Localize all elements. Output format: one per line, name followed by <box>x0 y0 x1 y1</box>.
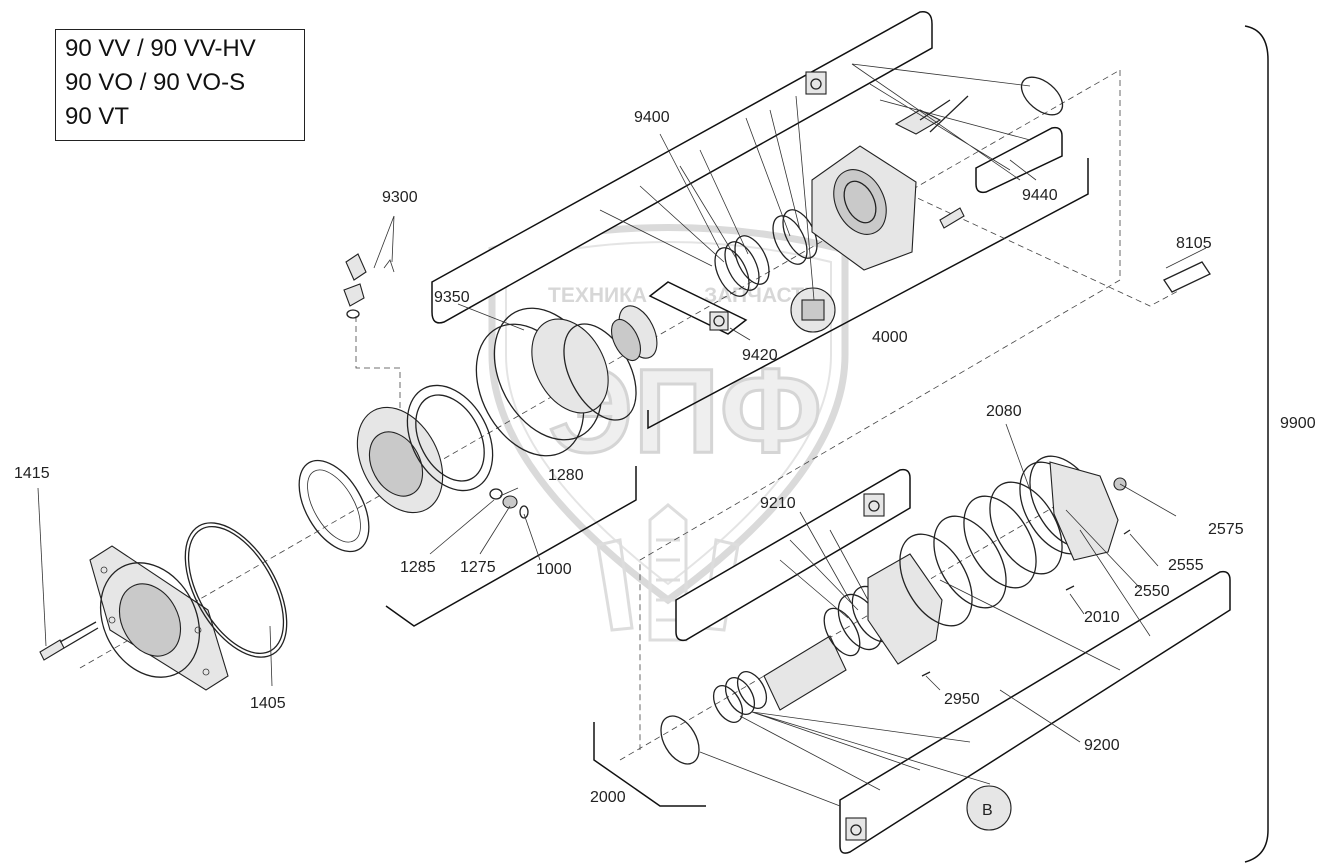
hub-1000 <box>356 307 609 514</box>
kit-band-9440 <box>975 126 1063 194</box>
bracket-2000 <box>593 722 706 807</box>
svg-text:B: B <box>982 802 993 819</box>
label-9350: 9350 <box>434 289 470 306</box>
label-2950: 2950 <box>944 691 980 708</box>
label-9900: 9900 <box>1280 415 1316 432</box>
bolt-1415 <box>39 621 99 661</box>
axis-9300 <box>355 316 401 420</box>
axis-link <box>639 70 1121 750</box>
model-line-2: 90 VO / 90 VO-S <box>65 69 246 96</box>
housing-4000 <box>811 95 969 271</box>
screw-8105 <box>1163 247 1211 293</box>
label-1285: 1285 <box>400 559 436 576</box>
label-9210: 9210 <box>760 495 796 512</box>
model-line-3: 90 VT <box>65 103 130 130</box>
watermark-text-tehnika: ТЕХНИКА <box>548 284 647 307</box>
label-9200: 9200 <box>1084 737 1120 754</box>
kit-band-9210 <box>675 468 911 642</box>
hardware-1275-1285 <box>489 488 529 519</box>
label-1415: 1415 <box>14 465 50 482</box>
label-2575: 2575 <box>1208 521 1244 538</box>
label-8105: 8105 <box>1176 235 1212 252</box>
spring-set-9400 <box>610 209 818 362</box>
label-1405: 1405 <box>250 695 286 712</box>
flange-plate <box>89 545 229 691</box>
label-9300: 9300 <box>382 189 418 206</box>
label-2000: 2000 <box>590 789 626 806</box>
axis-main-lower <box>619 479 1101 761</box>
label-2010: 2010 <box>1084 609 1120 626</box>
label-4000: 4000 <box>872 329 908 346</box>
part-labels: 9900 9400 9440 9300 8105 9350 4000 9420 … <box>14 109 1316 806</box>
label-1280: 1280 <box>548 467 584 484</box>
bracket-1000 <box>385 466 637 627</box>
o-ring-1405 <box>184 522 288 658</box>
watermark-text-zapchasti: ЗАПЧАСТИ <box>704 284 819 307</box>
label-1275: 1275 <box>460 559 496 576</box>
leader-lines <box>37 63 1177 807</box>
axis-8105 <box>899 189 1181 307</box>
model-list-box: 90 VV / 90 VV-HV 90 VO / 90 VO-S 90 VT <box>55 29 305 141</box>
ball-bearing-ring <box>298 459 370 553</box>
o-ring-9440 <box>1020 76 1064 116</box>
parts-9300 <box>343 253 395 319</box>
kit-symbol-icon: B <box>709 71 1012 841</box>
label-2550: 2550 <box>1134 583 1170 600</box>
model-line-1: 90 VV / 90 VV-HV <box>65 35 256 62</box>
label-2080: 2080 <box>986 403 1022 420</box>
label-2555: 2555 <box>1168 557 1204 574</box>
label-9400: 9400 <box>634 109 670 126</box>
bracket-4000 <box>647 158 1089 430</box>
bracket-9900 <box>1244 25 1269 863</box>
label-9440: 9440 <box>1022 187 1058 204</box>
label-1000: 1000 <box>536 561 572 578</box>
label-9420: 9420 <box>742 347 778 364</box>
shaft-assembly-2000 <box>660 455 1131 765</box>
